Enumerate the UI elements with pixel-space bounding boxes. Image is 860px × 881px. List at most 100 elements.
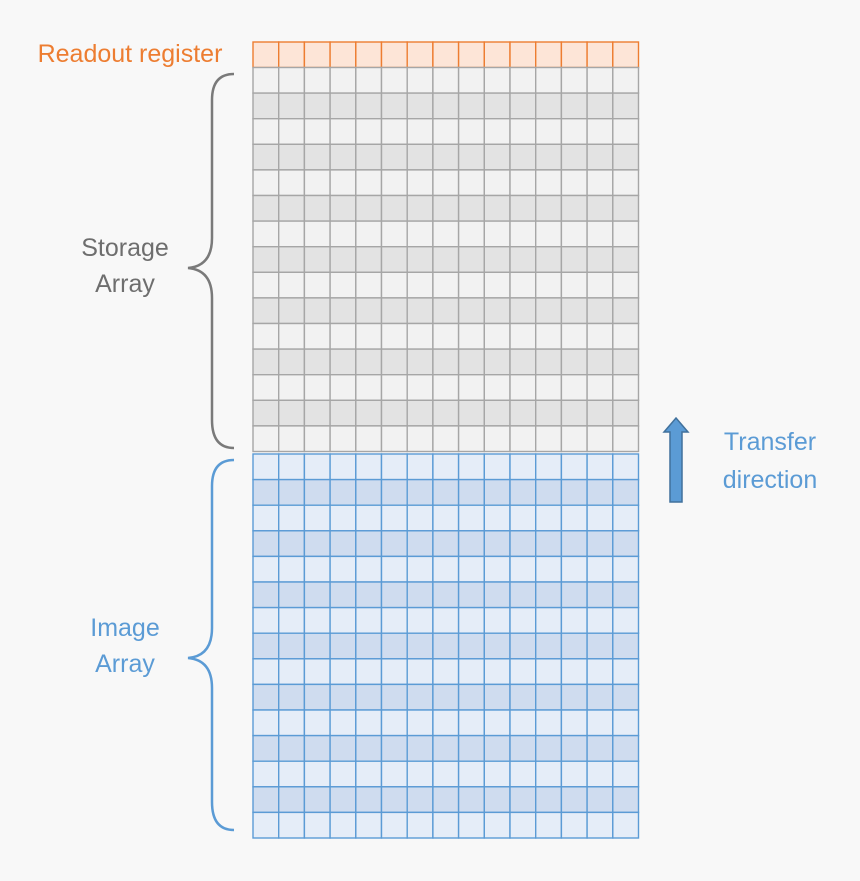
image-array-cell xyxy=(560,530,588,558)
image-array-cell xyxy=(535,658,563,686)
image-array-cell xyxy=(535,811,563,839)
image-array-cell xyxy=(509,811,537,839)
storage-array-cell xyxy=(252,92,280,120)
storage-array-cell xyxy=(380,322,408,350)
image-array-cell xyxy=(560,555,588,583)
image-array-cell xyxy=(612,734,640,762)
image-array-cell xyxy=(560,478,588,506)
image-array-cell xyxy=(483,581,511,609)
readout-register-cell xyxy=(252,41,280,69)
storage-array-cell xyxy=(406,245,434,273)
image-array-cell xyxy=(509,709,537,737)
image-array-cell xyxy=(457,658,486,686)
image-array-cell xyxy=(252,786,280,814)
storage-array-cell xyxy=(303,271,331,299)
image-array-cell xyxy=(278,478,306,506)
storage-array-cell xyxy=(612,245,640,273)
storage-array-cell xyxy=(329,425,357,453)
image-array-cell xyxy=(303,606,331,634)
storage-array-cell xyxy=(380,169,408,197)
storage-array-cell xyxy=(535,169,563,197)
storage-array-cell xyxy=(303,322,331,350)
readout-register-cell xyxy=(612,41,640,69)
storage-array-cell xyxy=(457,399,486,427)
storage-array-cell xyxy=(560,425,588,453)
storage-array-cell xyxy=(432,399,460,427)
image-array-cell xyxy=(380,760,408,788)
image-array-cell xyxy=(535,760,563,788)
storage-array-cell xyxy=(560,117,588,145)
storage-array-cell xyxy=(329,117,357,145)
image-array-cell xyxy=(355,734,383,762)
storage-array-cell xyxy=(509,194,537,222)
storage-array-cell xyxy=(252,117,280,145)
image-array-cell xyxy=(355,504,383,532)
image-array-cell xyxy=(329,453,357,481)
storage-array-cell xyxy=(303,194,331,222)
image-array-cell xyxy=(380,530,408,558)
storage-array-cell xyxy=(329,66,357,94)
image-array-cell xyxy=(303,632,331,660)
image-array-cell xyxy=(612,581,640,609)
storage-array-cell xyxy=(252,143,280,171)
image-array-cell xyxy=(303,734,331,762)
image-array-cell xyxy=(303,530,331,558)
storage-array-cell xyxy=(252,322,280,350)
image-array-cell xyxy=(586,478,614,506)
storage-array-cell xyxy=(252,374,280,402)
storage-array-cell xyxy=(329,322,357,350)
image-array-cell xyxy=(303,683,331,711)
image-array-cell xyxy=(329,606,357,634)
storage-array-cell xyxy=(509,169,537,197)
image-array-cell xyxy=(329,658,357,686)
storage-array-cell xyxy=(483,143,511,171)
image-array-cell xyxy=(483,632,511,660)
storage-array-cell xyxy=(303,374,331,402)
storage-array-cell xyxy=(509,117,537,145)
image-array-cell xyxy=(303,581,331,609)
image-array-cell xyxy=(432,632,460,660)
image-array-cell xyxy=(612,555,640,583)
image-array-cell xyxy=(252,811,280,839)
image-array-cell xyxy=(457,555,486,583)
image-array-cell xyxy=(303,658,331,686)
image-array-cell xyxy=(535,478,563,506)
image-array-cell xyxy=(329,530,357,558)
storage-array-cell xyxy=(380,92,408,120)
storage-array-cell xyxy=(535,143,563,171)
image-array-cell xyxy=(560,734,588,762)
image-array-cell xyxy=(380,504,408,532)
image-array-cell xyxy=(560,683,588,711)
storage-array-cell xyxy=(509,271,537,299)
storage-array-cell xyxy=(380,297,408,325)
storage-array-cell xyxy=(612,297,640,325)
storage-array-cell xyxy=(355,271,383,299)
storage-array-cell xyxy=(509,399,537,427)
image-array-cell xyxy=(457,709,486,737)
image-array-cell xyxy=(509,760,537,788)
image-array-cell xyxy=(278,658,306,686)
storage-array-cell xyxy=(560,271,588,299)
image-array-cell xyxy=(406,453,434,481)
image-array-cell xyxy=(509,478,537,506)
storage-array-cell xyxy=(509,322,537,350)
image-array-cell xyxy=(560,581,588,609)
image-array-cell xyxy=(535,581,563,609)
storage-array-cell xyxy=(457,348,486,376)
image-array-cell xyxy=(278,555,306,583)
image-array-cell xyxy=(586,453,614,481)
image-array-cell xyxy=(612,760,640,788)
image-array-cell xyxy=(406,530,434,558)
storage-array-cell xyxy=(355,117,383,145)
image-array-cell xyxy=(586,811,614,839)
storage-array-cell xyxy=(432,143,460,171)
image-array-cell xyxy=(252,581,280,609)
storage-array-cell xyxy=(560,220,588,248)
image-array-cell xyxy=(535,632,563,660)
image-array-cell xyxy=(535,606,563,634)
image-array-cell xyxy=(303,555,331,583)
image-array-cell xyxy=(278,632,306,660)
image-array-cell xyxy=(612,606,640,634)
storage-array-cell xyxy=(612,399,640,427)
